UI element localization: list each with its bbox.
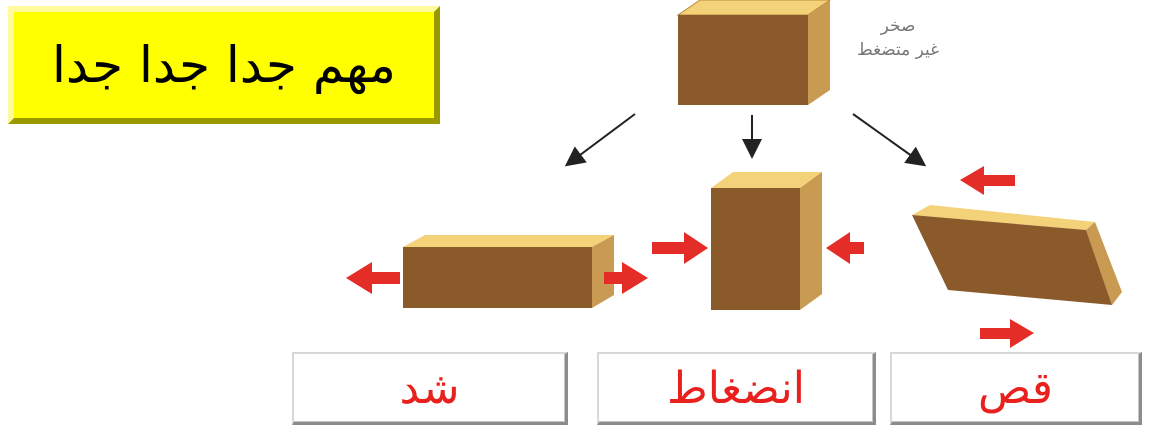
tension-label-box: شد	[292, 352, 568, 425]
tension-block-icon	[403, 235, 614, 308]
shear-top-red-arrow-icon	[960, 166, 1015, 195]
tension-right-red-arrow-icon	[604, 262, 648, 294]
compression-label: انضغاط	[667, 362, 805, 414]
importance-banner: مهم جدا جدا جدا	[8, 6, 440, 124]
tension-label: شد	[399, 362, 460, 414]
rock-caption: صخر غير متضغط	[838, 14, 958, 62]
rock-caption-line2: غير متضغط	[856, 40, 940, 60]
rock-caption-line1: صخر	[880, 16, 916, 36]
tension-left-red-arrow-icon	[346, 262, 400, 294]
shear-block-icon	[912, 205, 1122, 305]
banner-text: مهم جدا جدا جدا	[52, 36, 396, 94]
shear-bottom-red-arrow-icon	[980, 319, 1034, 348]
arrow-to-tension-icon	[564, 113, 636, 167]
arrow-to-shear-icon	[852, 113, 927, 167]
unstressed-rock-block-icon	[676, 0, 831, 105]
shear-label-box: قص	[890, 352, 1142, 425]
compression-left-red-arrow-icon	[652, 232, 708, 264]
shear-label: قص	[978, 362, 1053, 414]
compression-block-icon	[711, 172, 822, 310]
compression-right-red-arrow-icon	[826, 232, 864, 264]
compression-label-box: انضغاط	[597, 352, 876, 425]
